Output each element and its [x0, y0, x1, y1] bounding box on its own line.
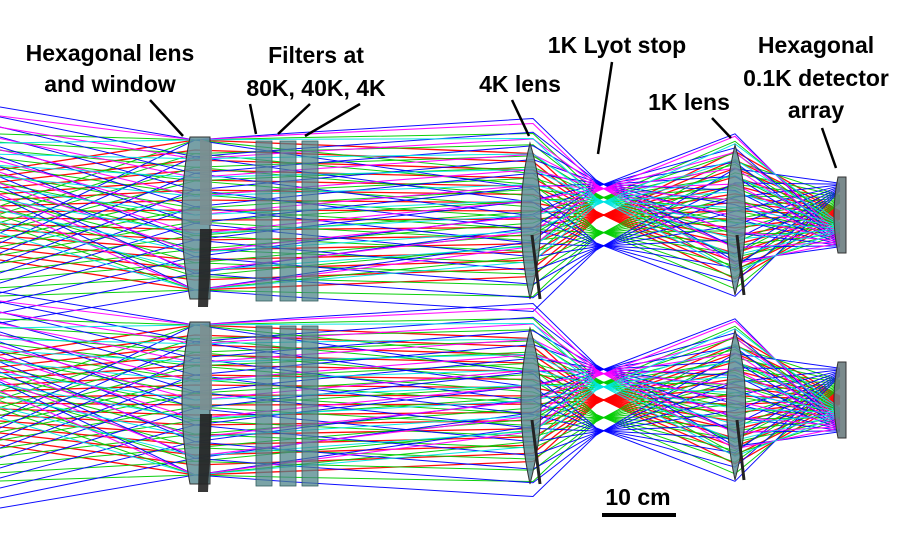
leader-detector [820, 127, 838, 169]
window-edge-1 [198, 229, 212, 307]
leader-filter-80k [248, 103, 258, 135]
optics-row-1 [181, 136, 847, 307]
optics-row-2 [181, 321, 847, 492]
label-filters-line2: 80K, 40K, 4K [246, 75, 386, 101]
leader-lines [149, 61, 838, 169]
filter-4k-1 [301, 140, 319, 302]
leader-filter-40k [277, 103, 311, 135]
label-4k-lens: 4K lens [479, 71, 561, 97]
filter-80k-2 [255, 325, 273, 487]
ray-group-row-2 [0, 291, 841, 509]
label-detector-line1: Hexagonal [758, 32, 874, 58]
window-face-1 [200, 139, 212, 225]
detector-array-1 [833, 176, 847, 254]
lens-4k-edge-1 [530, 234, 542, 300]
leader-hex-lens [149, 99, 184, 137]
optical-elements [181, 136, 847, 492]
window-edge-2 [198, 414, 212, 492]
ray-group-row-1 [0, 106, 841, 324]
label-lyot-stop: 1K Lyot stop [548, 32, 686, 58]
detector-array-2 [833, 361, 847, 439]
filter-40k-1 [279, 140, 297, 302]
label-1k-lens: 1K lens [648, 89, 730, 115]
leader-lyot-stop [596, 61, 614, 155]
leader-4k-lens [510, 99, 531, 137]
filter-4k-2 [301, 325, 319, 487]
window-face-2 [200, 324, 212, 410]
label-detector-line3: array [788, 97, 844, 123]
ray-bundles [0, 106, 841, 509]
lens-1k-edge-1 [735, 234, 746, 296]
label-detector-line2: 0.1K detector [743, 65, 889, 91]
filter-80k-1 [255, 140, 273, 302]
label-hex-lens-line1: Hexagonal lens [26, 40, 195, 66]
lens-1k-edge-2 [735, 419, 746, 481]
leader-1k-lens [711, 117, 732, 139]
lens-4k-edge-2 [530, 419, 542, 485]
filter-40k-2 [279, 325, 297, 487]
label-filters-line1: Filters at [268, 42, 364, 68]
label-hex-lens-line2: and window [44, 71, 176, 97]
leader-filter-4k [304, 102, 361, 138]
scale-bar-label: 10 cm [605, 484, 670, 510]
